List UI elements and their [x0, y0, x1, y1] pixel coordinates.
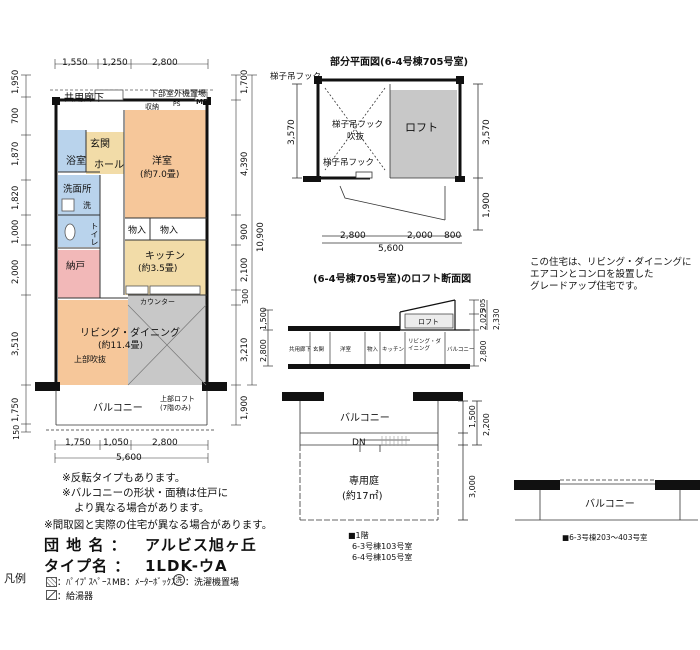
- garden-caption-1: 6-3号棟103号室: [352, 542, 413, 551]
- partial-loft: ロフト: [405, 121, 438, 134]
- room-balcony: バルコニー: [93, 403, 143, 414]
- room-pipe-label: 下部室外機置場: [150, 89, 206, 98]
- room-kitchen: キッチン: [145, 251, 185, 262]
- room-western: 洋室: [152, 156, 172, 167]
- room-mb: MB: [196, 98, 209, 106]
- water-heater-icon: [46, 590, 57, 600]
- pipe-space-icon: [46, 577, 57, 587]
- room-closet-2: 物入: [160, 226, 179, 236]
- partial-hook-mid-1: 梯子吊フック: [332, 120, 384, 130]
- estate-name-label: 団 地 名 ：: [44, 536, 127, 554]
- grade-up-line-3: グレードアップ住宅です。: [530, 281, 644, 292]
- top-dim-3: 2,800: [152, 58, 178, 68]
- room-western-size: (約7.0畳): [140, 170, 180, 180]
- note-1: ※反転タイプもあります。: [62, 472, 186, 484]
- small-balcony-caption: ■6-3号棟203～403号室: [562, 533, 648, 542]
- section-label-2: 玄関: [313, 347, 325, 353]
- section-label-4: 物入: [367, 347, 379, 353]
- partial-bottom-dim-1: 2,800: [340, 231, 366, 241]
- room-hall: ホール: [94, 160, 124, 171]
- grade-up-line-1: この住宅は、リビング・ダイニングに: [530, 257, 692, 268]
- grade-up-line-2: エアコンとコンロを設置した: [530, 269, 654, 280]
- estate-name: アルビス旭ヶ丘: [145, 536, 257, 554]
- room-atrium: 上部吹抜: [74, 355, 106, 364]
- room-living: リビング・ダイニング: [80, 328, 180, 339]
- room-storage-top: 収納: [145, 103, 159, 111]
- estate-type-label: タイプ名 ：: [44, 557, 131, 575]
- total-width: 5,600: [116, 453, 142, 463]
- room-washer: 洗: [83, 201, 91, 210]
- room-living-size: (約11.4畳): [98, 341, 144, 351]
- partial-bottom-dim-2: 2,000: [407, 231, 433, 241]
- legend-washer: ：洗濯機置場: [185, 578, 240, 588]
- garden-size: (約17㎡): [342, 491, 383, 502]
- room-closet-1: 物入: [128, 226, 147, 236]
- room-pantry: 納戸: [66, 261, 86, 272]
- partial-hook-top: 梯子吊フック: [270, 72, 322, 82]
- legend-heater: ：給湯器: [57, 592, 94, 602]
- garden-label: 専用庭: [349, 476, 379, 487]
- top-dim-2: 1,250: [102, 58, 128, 68]
- note-2: ※バルコニーの形状・面積は住戸に: [62, 487, 229, 499]
- room-entrance: 玄関: [90, 139, 110, 150]
- section-label-1: 共用廊下: [289, 347, 312, 353]
- bottom-dim-3: 2,800: [152, 438, 178, 448]
- room-ps: PS: [173, 101, 181, 108]
- section-label-6: リビング・ダイニング: [408, 339, 442, 352]
- washer-icon: 洗: [173, 574, 185, 586]
- partial-bottom-dim-3: 800: [444, 231, 462, 241]
- room-counter: カウンター: [140, 298, 175, 306]
- room-corridor: 共用廊下: [64, 93, 104, 104]
- section-loft: ロフト: [418, 318, 439, 326]
- partial-hook-bottom: 梯子吊フック: [323, 158, 375, 168]
- partial-hook-mid-2: 吹抜: [347, 132, 365, 142]
- legend-pipe: ：ﾊﾟｲﾌﾟｽﾍﾟｰｽ: [57, 578, 112, 588]
- room-bath: 浴室: [66, 156, 86, 167]
- garden-dn: DN: [352, 438, 366, 448]
- partial-plan-title: 部分平面図(6-4号棟705号室): [330, 57, 469, 68]
- bottom-dim-1: 1,750: [65, 438, 91, 448]
- room-loft-note-2: (7階のみ): [160, 404, 191, 412]
- legend-title: 凡例: [4, 572, 26, 585]
- section-label-3: 洋室: [340, 347, 352, 353]
- bottom-dim-2: 1,050: [103, 438, 129, 448]
- partial-total: 5,600: [378, 244, 404, 254]
- room-toilet: トイレ: [90, 222, 99, 246]
- top-dim-1: 1,550: [62, 58, 88, 68]
- garden-balcony: バルコニー: [340, 413, 390, 424]
- small-balcony-label: バルコニー: [585, 499, 635, 510]
- note-4: ※間取図と実際の住宅が異なる場合があります。: [44, 519, 273, 531]
- room-kitchen-size: (約3.5畳): [138, 264, 178, 274]
- section-label-5: キッチン: [382, 347, 405, 353]
- section-label-7: バルコニー: [447, 347, 475, 353]
- estate-type: 1LDK-ウA: [145, 557, 228, 575]
- garden-caption-2: 6-4号棟105号室: [352, 553, 413, 562]
- room-loft-note-1: 上部ロフト: [160, 395, 195, 403]
- note-3: より異なる場合があります。: [74, 502, 210, 514]
- room-wash: 洗面所: [63, 184, 92, 195]
- legend-mb: MB：ﾒｰﾀｰﾎﾞｯｸｽ: [112, 578, 176, 588]
- section-title: (6-4号棟705号室)のロフト断面図: [313, 274, 472, 285]
- garden-caption-title: ■1階: [348, 531, 369, 540]
